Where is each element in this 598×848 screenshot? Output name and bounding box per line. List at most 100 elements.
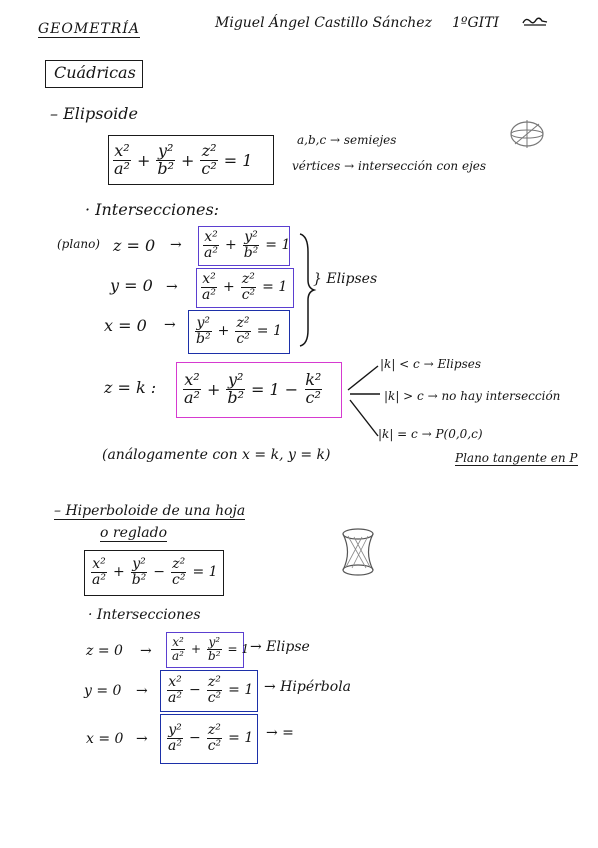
denominator: a² (167, 689, 183, 706)
hiperboloide-subheading: o reglado (100, 525, 168, 542)
row-lhs: y = 0 (84, 683, 122, 699)
operator: + (190, 642, 202, 656)
denominator: a² (167, 737, 183, 754)
row-lhs: z = 0 (113, 236, 156, 255)
denominator: c² (235, 330, 251, 347)
denominator: a² (183, 387, 201, 407)
ellipse-x0-box (188, 310, 290, 354)
equation-rhs: = 1 (256, 323, 282, 339)
operator: + (206, 379, 221, 399)
denominator: b² (130, 571, 148, 588)
operator: + (224, 237, 237, 253)
denominator: c² (171, 571, 187, 588)
plano-tangente: Plano tangente en P (455, 451, 578, 466)
numerator: x² (184, 369, 200, 389)
equation-rhs: = 1 (223, 150, 253, 170)
denominator: a² (113, 158, 131, 178)
denominator: a² (203, 244, 219, 261)
row-result: → Hipérbola (264, 679, 352, 695)
equation-rhs: = 1 (228, 682, 254, 698)
subject-title: GEOMETRÍA (38, 21, 140, 38)
operator: + (136, 150, 151, 170)
zk-equation-box (176, 362, 342, 418)
row-result: → = (266, 725, 294, 741)
ellipse-y0-box (196, 268, 294, 308)
equation-rhs: = 1 (265, 237, 291, 253)
operator: + (112, 564, 125, 580)
denominator: c² (206, 737, 223, 754)
numerator: z² (207, 721, 221, 738)
row-arrow: → (140, 643, 152, 659)
hiper-y0-box (160, 670, 258, 712)
branch-lines-icon (347, 365, 380, 437)
equation-rhs: = 1 (227, 642, 250, 656)
zk-lhs: z = k : (104, 378, 157, 397)
hiper-intersections-heading: · Intersecciones (88, 607, 201, 623)
denominator: a² (201, 286, 217, 303)
numerator: y² (168, 721, 182, 738)
denominator: c² (304, 387, 322, 407)
numerator: y² (132, 555, 146, 572)
operator: + (217, 323, 230, 339)
numerator: x² (114, 140, 130, 160)
case-eq: |k| = c → P(0,0,c) (378, 427, 483, 441)
ellipsoid-sketch-icon (510, 120, 544, 148)
numerator: x² (168, 673, 182, 690)
analog-note: (análogamente con x = k, y = k) (102, 447, 331, 463)
numerator: y² (196, 314, 211, 331)
row-lhs: y = 0 (110, 276, 153, 295)
numerator: k² (305, 369, 322, 389)
row-arrow: → (166, 279, 178, 295)
numerator: z² (172, 555, 186, 572)
elipses-label: } Elipses (313, 271, 378, 287)
row-arrow: → (136, 683, 148, 699)
author-name: Miguel Ángel Castillo Sánchez (215, 15, 432, 31)
numerator: x² (172, 634, 184, 649)
case-lt: |k| < c → Elipses (380, 357, 481, 371)
equation-rhs: = 1 (262, 279, 288, 295)
denominator: b² (242, 244, 260, 261)
numerator: x² (92, 555, 106, 572)
denominator: c² (240, 286, 257, 303)
denominator: a² (171, 648, 185, 663)
operator: − (153, 564, 166, 580)
semiejes-note: a,b,c → semiejes (297, 133, 397, 147)
numerator: y² (244, 228, 258, 245)
elipsoide-equation-box (108, 135, 274, 185)
equation-mid: = 1 − (251, 379, 299, 399)
denominator: b² (156, 158, 176, 178)
row-arrow: → (136, 731, 148, 747)
denominator: a² (91, 571, 107, 588)
operator: + (222, 279, 235, 295)
row-arrow: → (170, 237, 182, 253)
numerator: y² (157, 140, 174, 160)
section-title-box (45, 60, 143, 88)
case-gt: |k| > c → no hay intersección (384, 389, 561, 403)
numerator: z² (201, 140, 217, 160)
degree-label: 1ºGITI (452, 15, 500, 31)
numerator: y² (208, 634, 221, 649)
numerator: z² (241, 270, 255, 287)
row-lhs: z = 0 (86, 643, 123, 659)
